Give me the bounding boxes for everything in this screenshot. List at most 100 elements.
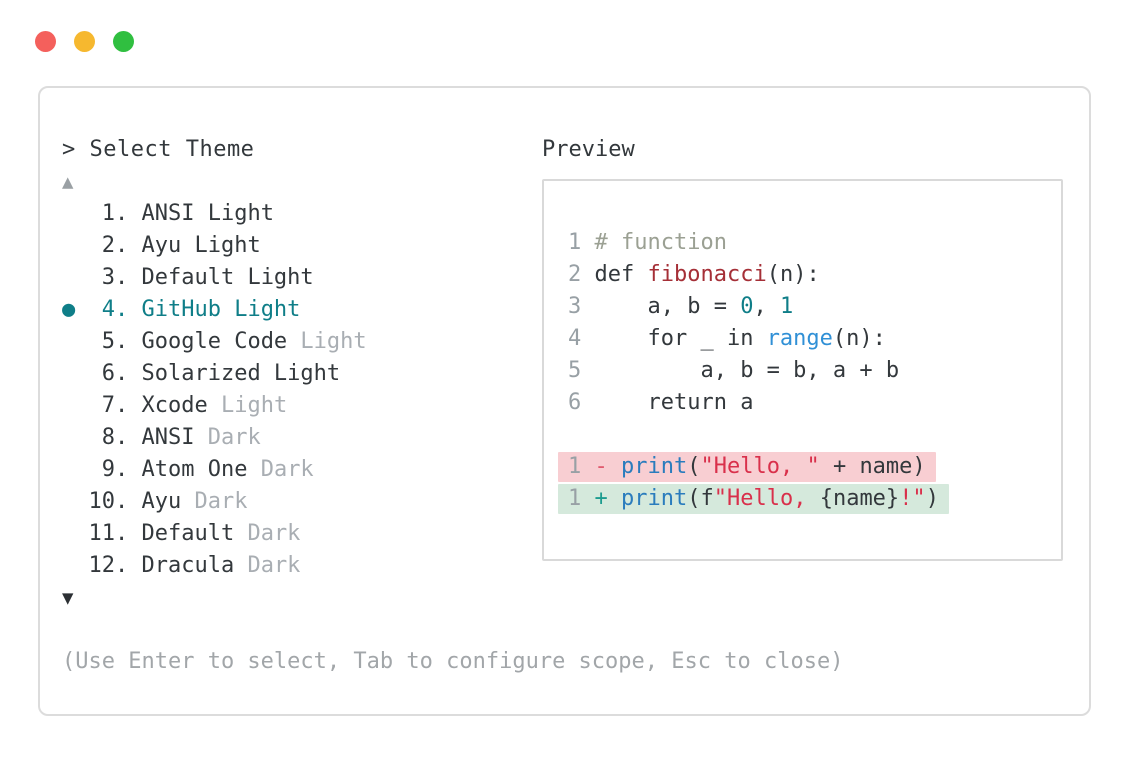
bullet-spacer <box>62 553 89 578</box>
code-token: , <box>753 294 780 319</box>
theme-item-github-light[interactable]: ● 4. GitHub Light <box>62 294 542 326</box>
bullet-spacer <box>62 425 89 450</box>
bullet-spacer <box>62 489 89 514</box>
scroll-down-icon[interactable]: ▼ <box>62 587 74 609</box>
theme-item-number: 4. <box>88 297 142 322</box>
code-token: 1 <box>779 294 794 319</box>
picker-title: > Select Theme <box>62 137 255 162</box>
theme-item-number: 8. <box>88 425 142 450</box>
theme-item-variant-label: Dark <box>194 425 261 450</box>
theme-list: 1. ANSI Light 2. Ayu Light 3. Default Li… <box>62 198 542 582</box>
code-line-4: 4 for _ in range(n): <box>568 323 1043 355</box>
theme-item-number: 1. <box>88 201 142 226</box>
scroll-up-icon[interactable]: ▲ <box>62 171 74 193</box>
theme-item-number: 12. <box>88 553 142 578</box>
help-text: (Use Enter to select, Tab to configure s… <box>62 649 844 674</box>
theme-item-label: Ayu Light <box>141 233 261 258</box>
code-token: print <box>621 486 688 511</box>
code-token: 0 <box>740 294 754 319</box>
code-token: def <box>594 262 648 287</box>
code-token: (n): <box>832 326 886 351</box>
close-button[interactable] <box>35 31 56 52</box>
zoom-button[interactable] <box>113 31 134 52</box>
theme-item-number: 5. <box>88 329 142 354</box>
theme-item-ansi-dark[interactable]: 8. ANSI Dark <box>62 422 542 454</box>
code-line-7 <box>568 419 1043 451</box>
theme-item-number: 10. <box>88 489 142 514</box>
code-line-8: 1 - print("Hello, " + name) <box>558 451 1043 483</box>
code-token: range <box>766 326 833 351</box>
diff-added-line: 1 + print(f"Hello, {name}!") <box>558 484 949 514</box>
code-line-9: 1 + print(f"Hello, {name}!") <box>558 483 1043 515</box>
bullet-spacer <box>62 265 89 290</box>
code-token: ) <box>925 486 939 511</box>
theme-item-variant-label: Light <box>287 329 367 354</box>
theme-item-default-light[interactable]: 3. Default Light <box>62 262 542 294</box>
code-token: return a <box>594 390 754 415</box>
code-token: print <box>621 454 688 479</box>
theme-item-default-dark[interactable]: 11. Default Dark <box>62 518 542 550</box>
minimize-button[interactable] <box>74 31 95 52</box>
theme-item-dracula-dark[interactable]: 12. Dracula Dark <box>62 550 542 582</box>
code-token: + <box>594 486 621 511</box>
code-token: !" <box>899 486 926 511</box>
preview-title: Preview <box>542 137 635 162</box>
line-number: 1 <box>568 486 595 511</box>
line-number: 6 <box>568 390 595 415</box>
theme-item-solarized-light[interactable]: 6. Solarized Light <box>62 358 542 390</box>
code-line-3: 3 a, b = 0, 1 <box>568 291 1043 323</box>
code-token: a, b = b, a + b <box>594 358 900 383</box>
line-number: 4 <box>568 326 595 351</box>
code-token: a, b = <box>594 294 741 319</box>
bullet-spacer <box>62 361 89 386</box>
theme-item-label: Default Light <box>141 265 314 290</box>
theme-item-google-code-light[interactable]: 5. Google Code Light <box>62 326 542 358</box>
bullet-spacer <box>62 457 89 482</box>
code-line-6: 6 return a <box>568 387 1043 419</box>
theme-item-label: Default <box>141 521 235 546</box>
theme-item-variant-label: Dark <box>181 489 248 514</box>
theme-item-number: 6. <box>88 361 142 386</box>
code-line-2: 2 def fibonacci(n): <box>568 259 1043 291</box>
selected-bullet-icon: ● <box>62 297 89 322</box>
theme-item-ayu-dark[interactable]: 10. Ayu Dark <box>62 486 542 518</box>
bullet-spacer <box>62 329 89 354</box>
line-number: 1 <box>568 230 595 255</box>
theme-item-label: Dracula <box>141 553 235 578</box>
theme-item-ayu-light[interactable]: 2. Ayu Light <box>62 230 542 262</box>
theme-item-xcode-light[interactable]: 7. Xcode Light <box>62 390 542 422</box>
theme-item-atom-one-dark[interactable]: 9. Atom One Dark <box>62 454 542 486</box>
bullet-spacer <box>62 393 89 418</box>
code-line-5: 5 a, b = b, a + b <box>568 355 1043 387</box>
theme-item-label: Xcode <box>141 393 208 418</box>
code-token: ( <box>687 454 701 479</box>
bullet-spacer <box>62 521 89 546</box>
bullet-spacer <box>62 201 89 226</box>
code-token: {name} <box>819 486 900 511</box>
theme-item-number: 11. <box>88 521 142 546</box>
line-number: 1 <box>568 454 595 479</box>
window-controls <box>35 31 134 52</box>
theme-item-number: 2. <box>88 233 142 258</box>
bullet-spacer <box>62 233 89 258</box>
theme-item-ansi-light[interactable]: 1. ANSI Light <box>62 198 542 230</box>
line-number: 5 <box>568 358 595 383</box>
theme-item-variant-label: Light <box>207 393 288 418</box>
theme-item-label: Atom One <box>141 457 248 482</box>
code-token: (n): <box>766 262 820 287</box>
code-token: for _ in <box>594 326 767 351</box>
theme-item-variant-label: Dark <box>234 521 301 546</box>
theme-item-variant-label: Dark <box>247 457 314 482</box>
theme-item-number: 7. <box>88 393 142 418</box>
diff-removed-line: 1 - print("Hello, " + name) <box>558 452 936 482</box>
theme-item-label: Solarized Light <box>141 361 341 386</box>
theme-item-number: 9. <box>88 457 142 482</box>
code-token: fibonacci <box>647 262 767 287</box>
theme-item-variant-label: Dark <box>234 553 301 578</box>
code-token: (f <box>687 486 714 511</box>
line-number: 2 <box>568 262 595 287</box>
code-token: # function <box>594 230 727 255</box>
